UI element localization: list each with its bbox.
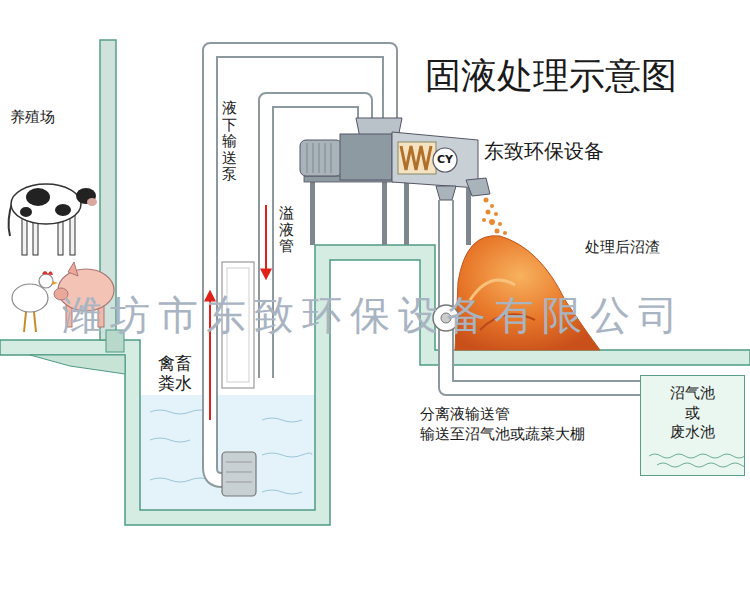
pump-housing bbox=[226, 472, 252, 473]
pit-water bbox=[150, 438, 190, 442]
chicken-figure bbox=[42, 271, 53, 275]
chicken-figure bbox=[12, 271, 58, 332]
falling-particles bbox=[482, 198, 507, 236]
pig-figure bbox=[68, 262, 78, 276]
chicken-figure bbox=[39, 274, 53, 288]
brand-label: 东致环保设备 bbox=[484, 138, 604, 165]
pipe-connector bbox=[210, 50, 390, 420]
watermark: 潍坊市东致环保设备有限公司 bbox=[62, 288, 686, 343]
falling-particles bbox=[489, 219, 495, 225]
separator-drawing bbox=[466, 178, 490, 196]
cow-figure bbox=[70, 215, 75, 255]
pipe-label: 液下输送泵 bbox=[222, 100, 237, 183]
separator-drawing bbox=[310, 180, 315, 245]
pit-water bbox=[140, 395, 315, 510]
pump-housing bbox=[226, 482, 252, 483]
wave-line bbox=[649, 454, 744, 458]
pit-water bbox=[262, 490, 302, 494]
diagram-title: 固液处理示意图 bbox=[425, 52, 677, 101]
falling-particles bbox=[486, 210, 491, 215]
separator-machine: CY bbox=[300, 118, 480, 200]
pit-water bbox=[262, 453, 312, 457]
separator-drawing bbox=[433, 148, 457, 172]
cow-figure bbox=[9, 184, 97, 255]
output-label: 处理后沼渣 bbox=[585, 238, 660, 257]
pump-pipe bbox=[210, 250, 222, 480]
falling-particles bbox=[494, 212, 498, 216]
pump-housing bbox=[222, 452, 256, 496]
pipe-connector bbox=[266, 100, 365, 278]
separator-drawing bbox=[382, 180, 387, 245]
node-text: 禽畜粪水 bbox=[158, 354, 192, 393]
cow-figure bbox=[26, 188, 50, 206]
chicken-figure bbox=[52, 281, 58, 285]
separator-drawing bbox=[401, 146, 431, 170]
pump-housing bbox=[226, 462, 252, 463]
pump-pipe bbox=[210, 250, 222, 480]
pit-water bbox=[262, 418, 302, 422]
falling-particles bbox=[490, 204, 494, 208]
pit-water bbox=[150, 410, 210, 414]
pipe-label: 分离液输送管 输送至沼气池或蔬菜大棚 bbox=[420, 404, 620, 445]
pump-pipe bbox=[210, 250, 222, 480]
wave-line bbox=[657, 463, 744, 467]
falling-particles bbox=[484, 198, 489, 203]
ground-walls bbox=[30, 355, 125, 374]
separator-drawing bbox=[392, 132, 478, 188]
falling-particles bbox=[495, 229, 500, 234]
separator-drawing bbox=[436, 186, 456, 200]
flow-arrow bbox=[265, 205, 267, 278]
cow-figure bbox=[55, 204, 71, 216]
tank-box: 沼气池 或 废水池 bbox=[640, 375, 745, 476]
pit-water bbox=[150, 478, 210, 482]
area-label: 养殖场 bbox=[10, 108, 55, 127]
separator-drawing bbox=[300, 118, 490, 245]
separator-drawing bbox=[340, 134, 392, 180]
separator-drawing bbox=[325, 143, 326, 173]
separator-drawing bbox=[313, 143, 314, 173]
pit-water bbox=[140, 395, 315, 510]
falling-particles bbox=[482, 218, 486, 222]
tank-waves bbox=[643, 451, 744, 473]
chicken-figure bbox=[34, 312, 36, 332]
pipe-label: 溢液管 bbox=[279, 205, 294, 255]
cow-figure bbox=[87, 198, 97, 206]
separator-drawing bbox=[331, 143, 332, 173]
separator-drawing bbox=[300, 140, 342, 176]
separator-drawing bbox=[466, 188, 471, 245]
cow-figure bbox=[11, 184, 81, 224]
falling-particles bbox=[503, 231, 507, 235]
node-text: CY bbox=[437, 154, 453, 166]
chicken-figure bbox=[12, 284, 48, 312]
separator-drawing bbox=[307, 143, 308, 173]
separator-drawing bbox=[398, 142, 436, 174]
node-text: 沼气池 或 废水池 bbox=[669, 384, 717, 443]
cow-figure bbox=[20, 207, 32, 217]
falling-particles bbox=[498, 222, 502, 226]
slurry-pit: 禽畜粪水 bbox=[140, 250, 315, 510]
separator-drawing bbox=[404, 182, 409, 245]
chicken-figure bbox=[24, 312, 26, 332]
separator-drawing bbox=[319, 143, 320, 173]
